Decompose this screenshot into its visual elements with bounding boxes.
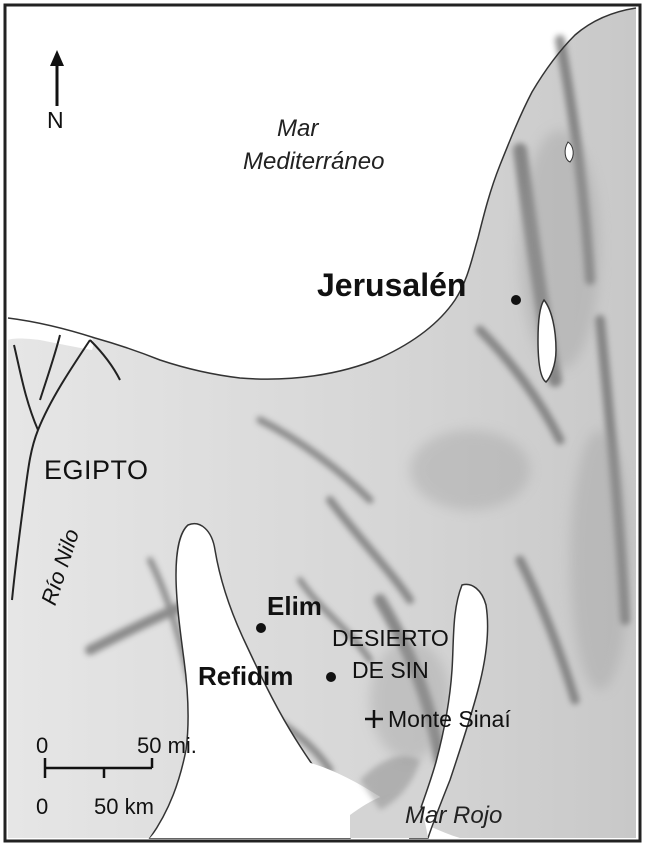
region-label-desert-line2: DE SIN [352,657,429,683]
nile-river [11,334,121,601]
region-label-desert-line1: DESIERTO [332,625,449,651]
dead-sea [537,298,557,383]
elim-dot [256,623,266,633]
compass-label: N [47,107,64,133]
mediterranean-coastline [7,7,637,380]
nile-delta-water [8,318,94,350]
city-label-elim: Elim [267,591,322,621]
sea-label-red-sea: Mar Rojo [405,802,503,829]
mountain-label-sinai: Monte Sinaí [388,706,511,732]
scale-label-km-zero: 0 [36,794,49,819]
north-arrow-icon [50,50,64,106]
city-label-refidim: Refidim [198,661,294,691]
city-label-jerusalem: Jerusalén [317,267,467,303]
sea-label-mediterranean-line1: Mar [277,115,319,142]
sea-of-galilee [564,141,574,163]
scale-bar [43,758,154,778]
scale-label-miles-value: 50 mi. [137,733,197,758]
sinai-tip [350,791,428,838]
region-label-egypt: EGIPTO [44,455,149,485]
scale-label-km-value: 50 km [94,794,154,819]
sea-label-mediterranean-line2: Mediterráneo [243,148,385,175]
sinai-shadow [360,756,420,810]
scale-label-miles-zero: 0 [36,733,49,758]
refidim-dot [326,672,336,682]
jerusalem-dot [511,295,521,305]
gulf-of-aqaba-water [408,583,489,839]
terrain-haze [370,130,630,760]
mount-sinai-marker-icon [365,710,383,728]
